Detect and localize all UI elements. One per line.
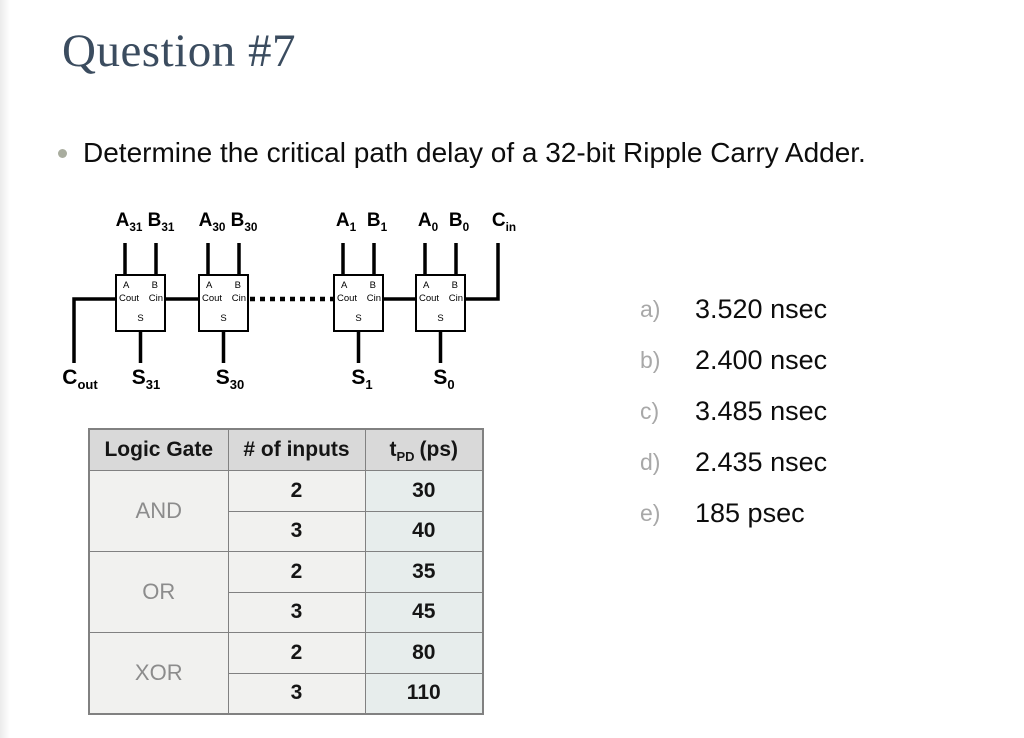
signal-label-s30: S30 <box>215 366 245 393</box>
table-row: AND 2 30 <box>88 470 484 552</box>
table-row: 3 45 <box>89 591 484 633</box>
answer-option-c: c) 3.485 nsec <box>640 386 827 437</box>
port-cout: Cout <box>119 293 140 304</box>
signal-label-a0: A0 <box>417 210 439 234</box>
answer-list: a) 3.520 nsec b) 2.400 nsec c) 3.485 nse… <box>640 284 827 539</box>
table-header-row: Logic Gate # of inputs tPD(ps) <box>88 428 484 471</box>
signal-label-cout: Cout <box>62 366 98 393</box>
tpd-value: 30 <box>364 470 484 512</box>
tpd-value: 45 <box>364 591 484 633</box>
inputs-value: 2 <box>227 470 366 512</box>
wire-sum-outputs <box>138 332 443 363</box>
port-b: B <box>234 280 241 291</box>
wire-cout-leg <box>72 297 115 363</box>
port-cin: Cin <box>448 293 463 304</box>
port-cout: Cout <box>419 293 440 304</box>
table-row: XOR 2 80 <box>88 632 484 715</box>
header-num-inputs: # of inputs <box>227 428 366 471</box>
ripple-carry-adder-diagram: A31 B31 A30 B30 A1 B1 A0 B0 Cin A B Cout… <box>60 210 525 405</box>
port-cin: Cin <box>148 293 163 304</box>
port-s: S <box>437 313 444 324</box>
tpd-value: 35 <box>364 551 484 593</box>
answer-option-e: e) 185 psec <box>640 488 827 539</box>
port-s: S <box>220 313 227 324</box>
port-a: A <box>423 280 430 291</box>
gate-name-xor: XOR <box>88 632 229 715</box>
signal-label-s0: S0 <box>433 366 455 393</box>
signal-label-b30: B30 <box>230 210 258 234</box>
gate-delay-table: Logic Gate # of inputs tPD(ps) AND 2 30 … <box>88 428 484 715</box>
answer-option-a: a) 3.520 nsec <box>640 284 827 335</box>
answer-letter: a) <box>640 296 661 322</box>
port-s: S <box>355 313 362 324</box>
full-adder-box-1: A B Cout Cin S <box>333 274 384 332</box>
signal-label-s31: S31 <box>131 366 161 393</box>
wire-ab-inputs <box>123 243 458 274</box>
inputs-value: 3 <box>227 510 366 552</box>
tpd-value: 110 <box>364 672 484 715</box>
signal-label-b0: B0 <box>448 210 470 234</box>
answer-letter: b) <box>640 347 661 373</box>
full-adder-box-0: A B Cout Cin S <box>415 274 466 332</box>
signal-label-b31: B31 <box>147 210 175 234</box>
signal-label-b1: B1 <box>366 210 388 234</box>
tpd-value: 80 <box>364 632 484 674</box>
signal-label-a31: A31 <box>115 210 143 234</box>
port-a: A <box>341 280 348 291</box>
table-row: 3 110 <box>89 672 484 715</box>
port-a: A <box>123 280 130 291</box>
full-adder-box-31: A B Cout Cin S <box>115 274 166 332</box>
gate-name-and: AND <box>88 470 229 552</box>
bullet-icon <box>58 149 67 158</box>
inputs-value: 2 <box>227 551 366 593</box>
answer-letter: d) <box>640 449 661 475</box>
answer-option-b: b) 2.400 nsec <box>640 335 827 386</box>
answer-value: 3.520 nsec <box>695 294 828 324</box>
header-logic-gate: Logic Gate <box>88 428 229 471</box>
inputs-value: 2 <box>227 632 366 674</box>
answer-value: 2.435 nsec <box>695 447 828 477</box>
answer-value: 2.400 nsec <box>695 345 828 375</box>
inputs-value: 3 <box>227 672 366 715</box>
table-row: OR 2 35 <box>88 551 484 633</box>
port-a: A <box>206 280 213 291</box>
adder-wires <box>72 243 500 363</box>
question-text: Determine the critical path delay of a 3… <box>83 137 866 168</box>
answer-value: 3.485 nsec <box>695 396 828 426</box>
port-cin: Cin <box>366 293 381 304</box>
signal-label-s1: S1 <box>351 366 373 393</box>
signal-label-a30: A30 <box>198 210 226 234</box>
port-cout: Cout <box>337 293 358 304</box>
answer-letter: e) <box>640 500 661 526</box>
port-b: B <box>369 280 376 291</box>
wire-cin-leg <box>466 243 500 301</box>
header-tpd: tPD(ps) <box>364 428 484 471</box>
signal-label-a1: A1 <box>335 210 357 234</box>
gate-name-or: OR <box>88 551 229 633</box>
tpd-value: 40 <box>364 510 484 552</box>
port-b: B <box>451 280 458 291</box>
signal-label-cin: Cin <box>491 210 517 234</box>
port-cout: Cout <box>202 293 223 304</box>
port-b: B <box>151 280 158 291</box>
full-adder-box-30: A B Cout Cin S <box>198 274 249 332</box>
answer-value: 185 psec <box>695 498 805 528</box>
slide-left-edge <box>0 0 10 738</box>
page-title: Question #7 <box>62 25 296 77</box>
inputs-value: 3 <box>227 591 366 633</box>
answer-letter: c) <box>640 398 660 424</box>
question-line: Determine the critical path delay of a 3… <box>58 136 1008 170</box>
port-s: S <box>137 313 144 324</box>
answer-option-d: d) 2.435 nsec <box>640 437 827 488</box>
port-cin: Cin <box>231 293 246 304</box>
